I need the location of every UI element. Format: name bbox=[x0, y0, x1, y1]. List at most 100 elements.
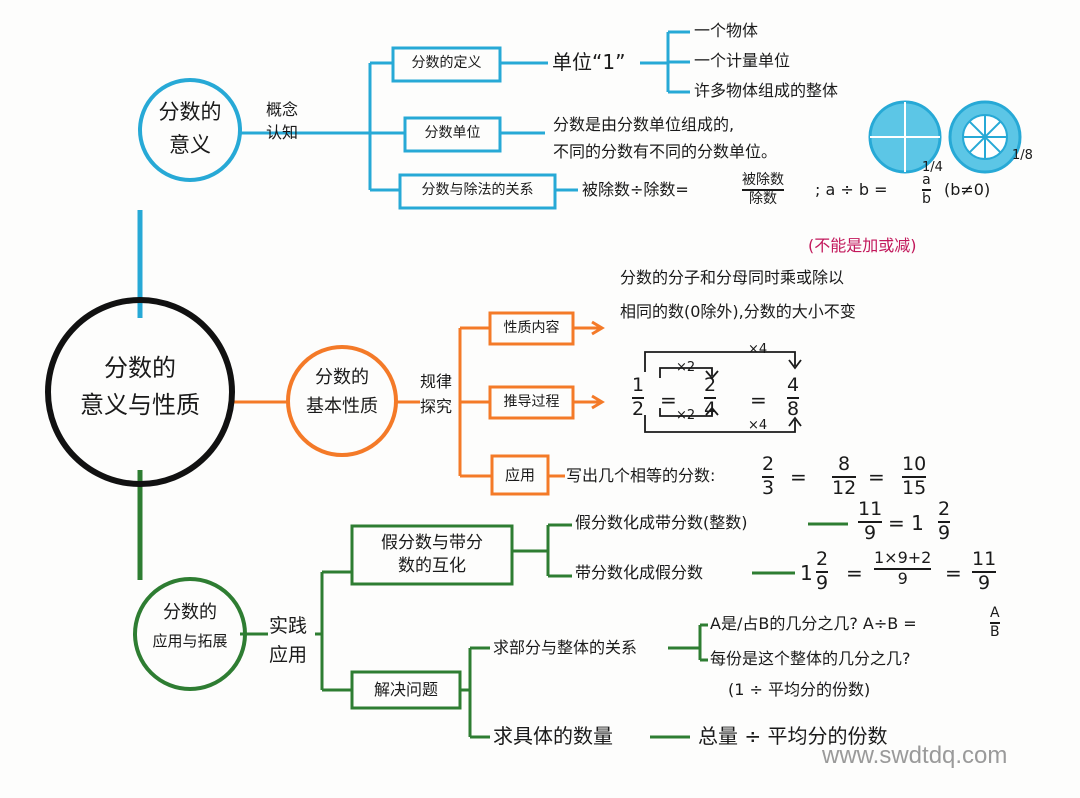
apply-eq-1: = bbox=[790, 465, 807, 489]
content-box: 性质内容 bbox=[503, 320, 560, 336]
unit-item-3: 许多物体组成的整体 bbox=[694, 81, 839, 100]
conv2-expr-num: 1×9+2 bbox=[874, 548, 932, 567]
deduce-arrows bbox=[644, 351, 802, 433]
pie-quarter-label: 1/4 bbox=[922, 160, 943, 175]
deduce-x2-bottom: ×2 bbox=[676, 408, 696, 423]
div-rel-frac: 被除数除数 bbox=[742, 173, 784, 206]
deduce-eq-1: = bbox=[660, 388, 677, 412]
conv2-mixed-den: 9 bbox=[816, 571, 829, 594]
conv1-mixed-num: 2 bbox=[938, 498, 951, 520]
unit-desc-1: 分数是由分数单位组成的, bbox=[553, 115, 735, 134]
pie-eighth-label: 1/8 bbox=[1012, 148, 1033, 163]
basic-branch-line1: 规律 bbox=[420, 372, 453, 391]
div-rel-num: 被除数 bbox=[742, 172, 784, 188]
unit-item-2: 一个计量单位 bbox=[694, 51, 791, 70]
deduce-box-frame bbox=[488, 385, 575, 420]
div-rel-a: a bbox=[922, 172, 931, 188]
conv2-result-den: 9 bbox=[978, 571, 991, 594]
def-box: 分数的定义 bbox=[411, 55, 482, 71]
basic-branch-line2: 探究 bbox=[420, 396, 453, 416]
f1-num: 1 bbox=[632, 374, 645, 396]
application-line2: 应用与拓展 bbox=[152, 631, 228, 650]
conv2-label: 带分数化成假分数 bbox=[575, 563, 704, 582]
pw-line-2: 每份是这个整体的几分之几? bbox=[710, 649, 911, 668]
application-branch-label: 实践 应用 bbox=[269, 612, 307, 669]
conv2-eq: = bbox=[846, 561, 863, 585]
div-rel-den: 除数 bbox=[749, 190, 777, 207]
conv2-result-num: 11 bbox=[972, 548, 997, 570]
af1-num: 2 bbox=[762, 453, 775, 475]
basic-branch-label: 规律 探究 bbox=[420, 370, 452, 420]
meaning-circle-ring bbox=[138, 78, 242, 182]
deduce-x4-top: ×4 bbox=[748, 342, 768, 357]
solve-box: 解决问题 bbox=[373, 680, 438, 699]
conv2-whole: 1 bbox=[800, 561, 813, 585]
specific: 求具体的数量 bbox=[493, 724, 613, 748]
content-text-1: 分数的分子和分母同时乘或除以 bbox=[620, 268, 845, 287]
center-line2: 意义与性质 bbox=[80, 391, 200, 420]
deduce-x2-top: ×2 bbox=[676, 360, 696, 375]
af1-den: 3 bbox=[762, 476, 775, 499]
deduce-x4-bottom: ×4 bbox=[748, 418, 768, 433]
application-branch-line2: 应用 bbox=[269, 643, 308, 666]
f3-num: 4 bbox=[787, 374, 800, 396]
meaning-branch-label: 概念 认知 bbox=[266, 98, 298, 144]
pw-frac-num: A bbox=[990, 605, 1000, 621]
pw-line-3: (1 ÷ 平均分的份数) bbox=[728, 680, 871, 699]
conv-box-frame bbox=[350, 524, 514, 586]
pie-quarter bbox=[868, 100, 942, 174]
conv2-expr-den: 9 bbox=[897, 568, 908, 588]
application-line1: 分数的 bbox=[163, 602, 217, 623]
unit-desc-2: 不同的分数有不同的分数单位。 bbox=[553, 142, 778, 161]
basic-circle-ring bbox=[286, 345, 398, 457]
def-box-frame bbox=[391, 46, 502, 83]
orange-branches bbox=[396, 320, 605, 478]
application-circle-ring bbox=[133, 577, 247, 691]
green-branches bbox=[240, 522, 848, 739]
conv2-eq2: = bbox=[945, 561, 962, 585]
unit-one: 单位“1” bbox=[552, 50, 626, 74]
conv2-mixed-num: 2 bbox=[816, 548, 829, 570]
conv1-label: 假分数化成带分数(整数) bbox=[575, 513, 748, 532]
div-rel-prefix: 被除数÷除数= bbox=[582, 180, 689, 199]
unit-box-frame bbox=[403, 116, 502, 153]
deduce-eq-2: = bbox=[750, 388, 767, 412]
meaning-branch-line2: 认知 bbox=[266, 123, 299, 143]
application-branch-line1: 实践 bbox=[269, 615, 308, 637]
conv1-mixed-den: 9 bbox=[938, 521, 951, 544]
div-rel-b: b bbox=[922, 190, 931, 207]
meaning-line2: 意义 bbox=[169, 132, 211, 157]
apply-text: 写出几个相等的分数: bbox=[566, 466, 716, 485]
div-box-frame bbox=[398, 173, 557, 210]
pie-eighth bbox=[948, 100, 1022, 174]
center-circle-ring bbox=[45, 297, 235, 487]
apply-box: 应用 bbox=[504, 466, 535, 484]
unit-item-1: 一个物体 bbox=[694, 21, 759, 40]
pw-frac-den: B bbox=[990, 623, 1000, 640]
watermark: www.swdtdq.com bbox=[822, 742, 1008, 769]
apply-box-frame bbox=[490, 454, 550, 496]
deduce-box: 推导过程 bbox=[503, 394, 560, 410]
apply-eq-2: = bbox=[868, 465, 885, 489]
meaning-circle: 分数的 意义 bbox=[145, 96, 235, 161]
f1-den: 2 bbox=[632, 397, 645, 420]
blue-branches bbox=[238, 30, 690, 192]
center-line1: 分数的 bbox=[104, 354, 176, 382]
conv-box: 假分数与带分 数的互化 bbox=[352, 532, 512, 578]
af3-num: 10 bbox=[902, 453, 927, 475]
div-rel-mid: ; a ÷ b = bbox=[815, 180, 888, 199]
unit-box: 分数单位 bbox=[424, 125, 481, 141]
part-whole: 求部分与整体的关系 bbox=[493, 638, 638, 657]
